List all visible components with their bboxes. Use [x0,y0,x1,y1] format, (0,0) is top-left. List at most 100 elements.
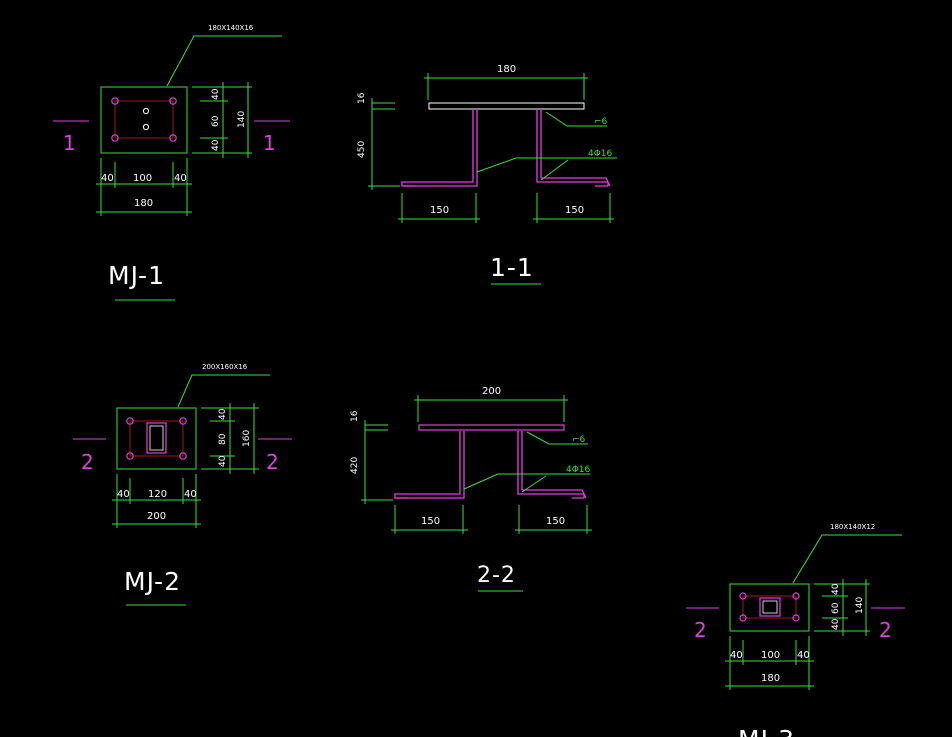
mj2-dim-w-2: 40 [184,489,197,500]
mj1-dim-h-1: 60 [211,115,221,127]
mj1-dim-w-1: 100 [133,173,152,184]
mj3-right-dims [814,579,870,636]
mj3-title: MJ-3 [738,725,795,737]
mj2-dim-h-1: 80 [218,433,228,445]
sec11-weld-note: ⌐6 [594,117,608,127]
mj3-dim-w-0: 40 [730,650,743,661]
sec22-weld-leader [526,431,588,445]
mj1-bar-hole [169,134,177,142]
mj3-dim-h-1: 60 [831,602,841,614]
sec11-top-dim [424,73,588,100]
mj1-plate [100,86,188,154]
mj3-dim-w-1: 100 [761,650,780,661]
sec22-top-dim [414,395,568,422]
mj2-center-slot-inner [149,425,164,451]
mj3-bar-hole [739,592,747,600]
mj2-dim-total-h: 160 [242,430,252,447]
sec11-bottom-left: 150 [430,205,449,216]
mj1-right-dims [192,82,252,158]
sec22-bottom-right: 150 [546,516,565,527]
mj1-bar-hole [169,97,177,105]
sec11-top-dim-label: 180 [497,64,516,75]
sec22-weld-note: ⌐6 [572,435,586,445]
mj3-plan: 180X140X12 2 2 40 100 40 180 [686,523,905,737]
mj3-bar-hole [792,592,800,600]
mj3-spec-label: 180X140X12 [830,523,875,531]
mj2-title: MJ-2 [124,567,181,596]
mj1-dim-w-2: 40 [174,173,187,184]
mj1-center-hole [142,107,150,115]
sec11-title: 1-1 [490,253,534,282]
mj3-center-slot-outer [759,597,781,617]
mj1-title: MJ-1 [108,261,165,290]
sec22-bar-leader-2 [521,475,547,493]
sec11-bar-note: 4Φ16 [588,149,613,159]
mj2-plate [116,407,197,470]
mj3-dim-h-2: 40 [831,618,841,630]
sec22-plate-thickness: 16 [350,410,360,422]
sec22-bar-leader [463,473,590,490]
mj3-bar-hole [792,614,800,622]
mj1-hidden-outline [114,100,174,139]
mj1-plan: 180X140X16 1 1 40 100 40 180 [53,24,290,301]
mj1-dim-total-h: 140 [237,111,247,128]
mj2-right-dims [201,403,259,474]
sec22-anchor-bars [394,431,587,499]
sec22-bar-note: 4Φ16 [566,465,591,475]
sec22-top-dim-label: 200 [482,386,501,397]
mj1-bottom-dims [96,158,192,216]
mj2-dim-total-w: 200 [147,511,166,522]
mj3-plate [729,583,810,632]
section-1-1: 180 16 450 ⌐6 4Φ16 [357,64,617,285]
mj3-bottom-dims [725,636,814,690]
sec22-height: 420 [350,457,360,474]
sec11-bar-leader [476,157,617,173]
sec11-plate [428,102,585,110]
sec22-plate [418,424,565,431]
mj1-bar-hole [111,134,119,142]
sec11-bottom-right: 150 [565,205,584,216]
mj2-plan: 200X160X16 2 2 40 120 40 200 [73,363,292,606]
mj3-section-mark-right: 2 [879,618,892,642]
mj1-spec-label: 180X140X16 [208,24,254,32]
mj1-section-mark-left: 1 [63,131,76,155]
sec22-bottom-dims [391,505,592,534]
mj3-hidden-outline [742,595,797,619]
mj3-dim-total-h: 140 [855,597,865,614]
mj1-bar-hole [111,97,119,105]
mj2-dim-h-0: 40 [218,408,228,420]
mj2-bar-hole [179,452,187,460]
mj2-dim-w-1: 120 [148,489,167,500]
sec11-left-dims [368,98,400,190]
mj1-dim-h-0: 40 [211,88,221,100]
mj3-dim-h-0: 40 [831,583,841,595]
sec22-bottom-left: 150 [421,516,440,527]
mj2-spec-leader [177,374,270,408]
mj3-bar-hole [739,614,747,622]
mj1-dim-w-0: 40 [101,173,114,184]
section-2-2: 200 16 420 ⌐6 4Φ16 150 [350,386,592,592]
mj1-section-mark-right: 1 [263,131,276,155]
sec11-plate-thickness: 16 [357,92,367,104]
mj3-section-mark-left: 2 [694,618,707,642]
mj2-bar-hole [179,417,187,425]
mj3-spec-leader [792,534,902,584]
sec11-weld-leader [545,111,607,127]
mj2-bar-hole [126,452,134,460]
mj3-center-slot-inner [762,600,778,614]
mj2-center-slot-outer [146,422,167,454]
sec11-bottom-dims [398,193,614,223]
mj2-bar-hole [126,417,134,425]
sec22-title: 2-2 [477,563,516,588]
mj2-dim-h-2: 40 [218,455,228,467]
mj1-dim-total-w: 180 [134,198,153,209]
mj1-dim-h-2: 40 [211,139,221,151]
mj3-dim-w-2: 40 [797,650,810,661]
mj1-spec-leader [166,35,282,87]
sec22-left-dims [361,420,393,504]
mj2-section-mark-right: 2 [266,450,279,474]
mj3-dim-total-w: 180 [761,673,780,684]
mj2-spec-label: 200X160X16 [202,363,248,371]
